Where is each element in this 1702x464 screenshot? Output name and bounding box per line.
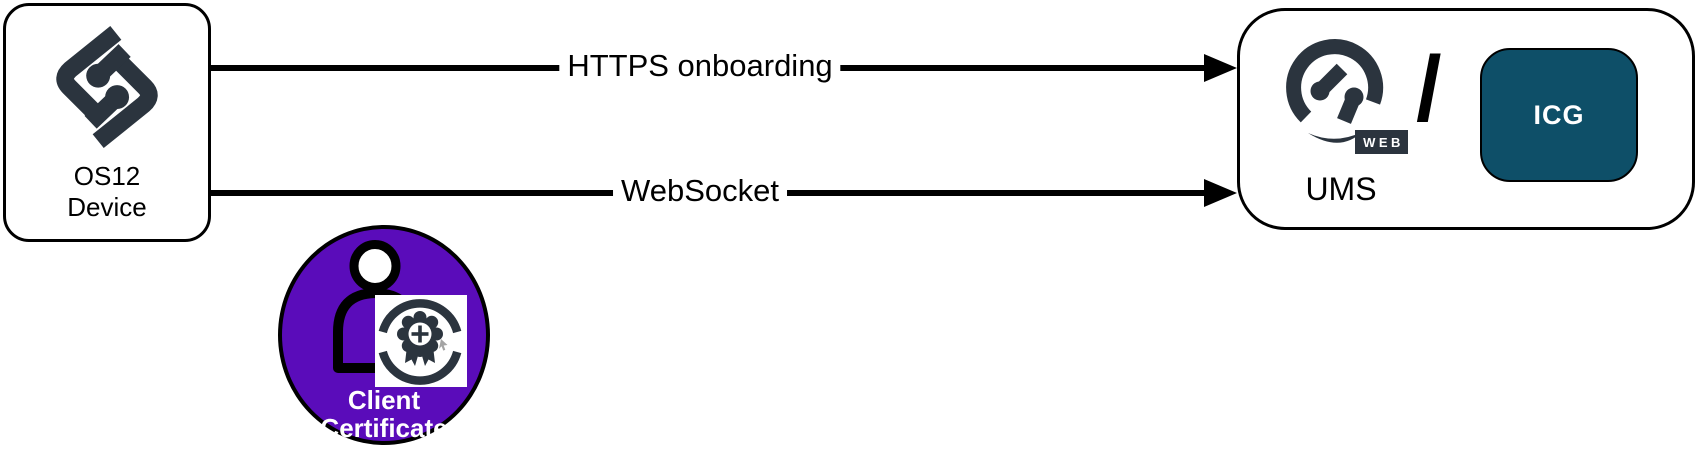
web-badge: WEB <box>1355 130 1408 154</box>
client-certificate-label-line2: Certificate <box>320 413 448 443</box>
igel-ums-web-logo-icon <box>1286 39 1384 143</box>
os12-device-label-line2: Device <box>67 192 147 222</box>
client-certificate-badge: Client Certificate <box>278 225 490 445</box>
os12-device-node: OS12 Device <box>3 3 211 242</box>
client-certificate-label-line1: Client <box>347 385 421 415</box>
os12-device-label: OS12 Device <box>6 161 208 223</box>
certificate-seal-icon <box>378 299 462 385</box>
certificate-card <box>375 295 467 387</box>
https-onboarding-label: HTTPS onboarding <box>559 47 841 84</box>
arrowhead-right-icon <box>1204 179 1237 207</box>
slash-separator: / <box>1416 38 1442 140</box>
websocket-label: WebSocket <box>613 172 787 209</box>
igel-os12-logo-icon <box>56 25 158 149</box>
arrowhead-right-icon <box>1204 54 1237 82</box>
os12-device-label-line1: OS12 <box>73 161 141 191</box>
icg-box: ICG <box>1480 48 1638 182</box>
cursor-artifact-icon <box>439 339 448 351</box>
ums-label: UMS <box>1305 171 1377 207</box>
icg-label: ICG <box>1533 99 1585 130</box>
ums-icg-node: WEB UMS / ICG <box>1237 8 1695 230</box>
